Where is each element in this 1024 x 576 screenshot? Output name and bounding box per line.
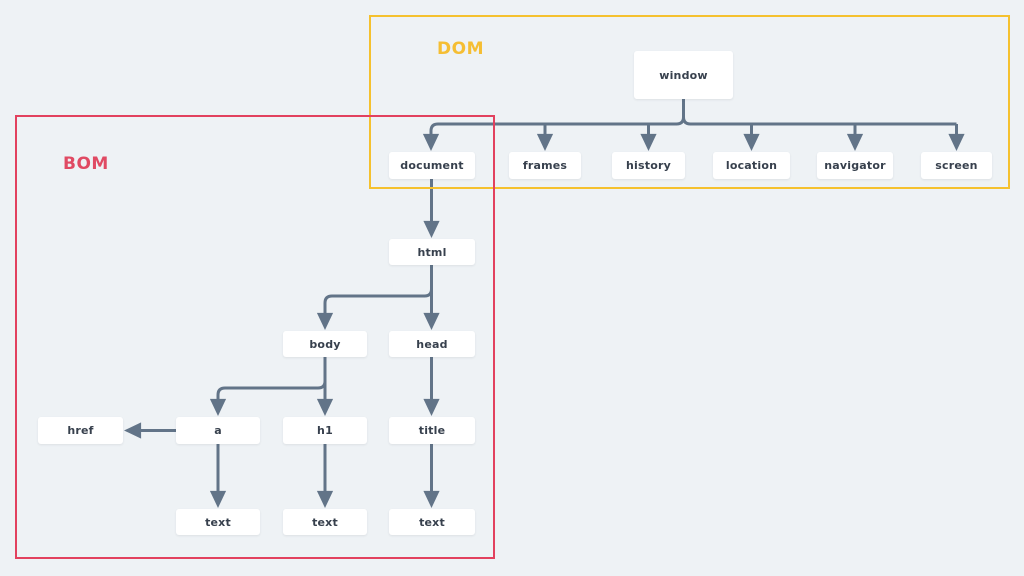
node-document[interactable]: document — [389, 152, 475, 179]
node-h1[interactable]: h1 — [283, 417, 367, 444]
node-text-h1[interactable]: text — [283, 509, 367, 535]
group-label-dom: DOM — [437, 39, 484, 59]
node-frames[interactable]: frames — [509, 152, 581, 179]
node-head[interactable]: head — [389, 331, 475, 357]
node-history[interactable]: history — [612, 152, 685, 179]
node-text-a[interactable]: text — [176, 509, 260, 535]
node-title[interactable]: title — [389, 417, 475, 444]
node-a[interactable]: a — [176, 417, 260, 444]
node-screen[interactable]: screen — [921, 152, 992, 179]
node-window[interactable]: window — [634, 51, 733, 99]
node-body[interactable]: body — [283, 331, 367, 357]
node-location[interactable]: location — [713, 152, 790, 179]
group-label-bom: BOM — [63, 154, 109, 174]
node-navigator[interactable]: navigator — [817, 152, 893, 179]
group-box-dom — [369, 15, 1010, 189]
group-box-bom — [15, 115, 495, 559]
node-html[interactable]: html — [389, 239, 475, 265]
node-text-title[interactable]: text — [389, 509, 475, 535]
node-href[interactable]: href — [38, 417, 123, 444]
